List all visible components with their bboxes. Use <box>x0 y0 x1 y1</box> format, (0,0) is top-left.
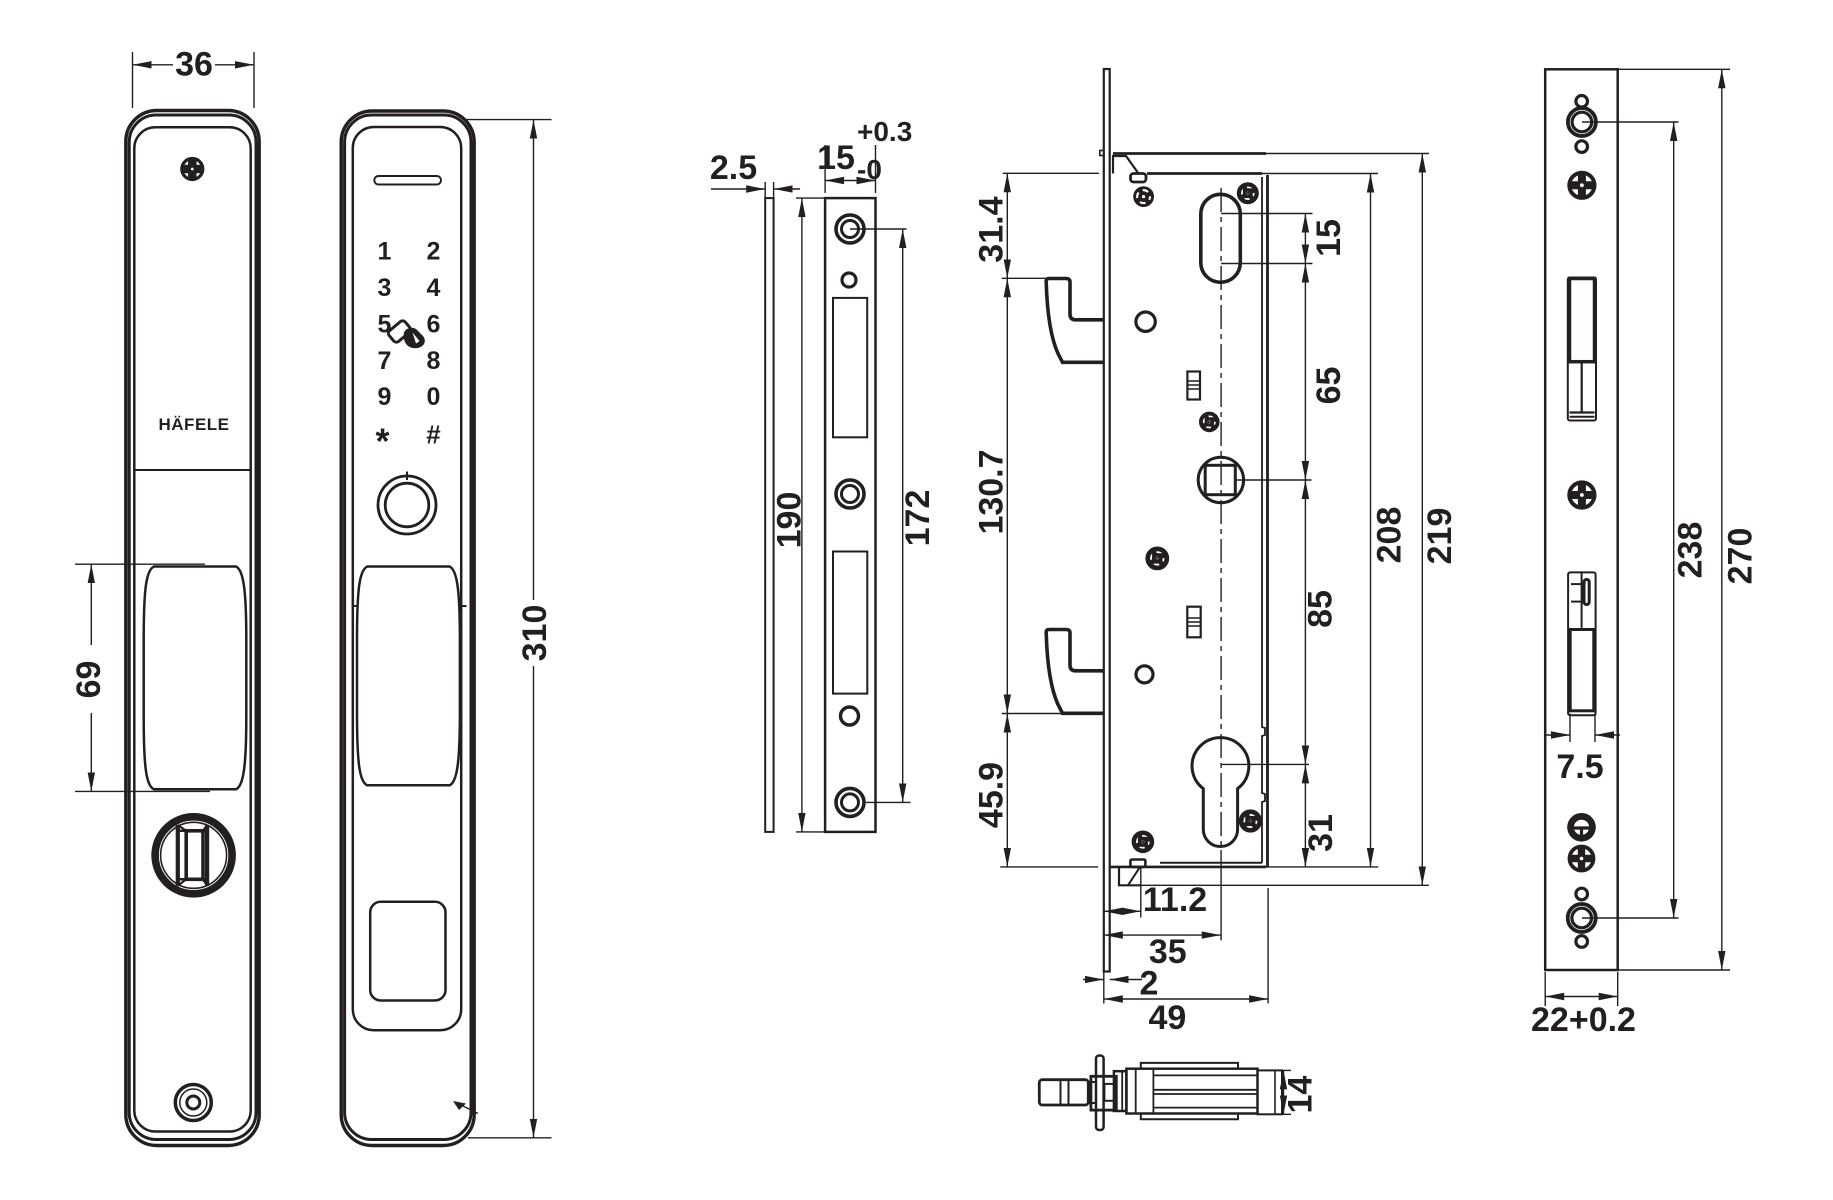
svg-text:130.7: 130.7 <box>973 449 1011 534</box>
svg-text:31: 31 <box>1302 814 1340 852</box>
svg-text:69: 69 <box>70 661 108 699</box>
svg-text:4: 4 <box>427 274 441 302</box>
svg-text:11.2: 11.2 <box>1143 881 1207 919</box>
svg-text:49: 49 <box>1148 999 1186 1037</box>
svg-text:6: 6 <box>427 310 441 338</box>
svg-text:31.4: 31.4 <box>973 196 1011 262</box>
svg-text:2: 2 <box>427 238 441 266</box>
svg-text:219: 219 <box>1421 508 1459 565</box>
svg-text:7: 7 <box>378 347 392 375</box>
svg-text:*: * <box>375 421 389 462</box>
svg-text:190: 190 <box>771 492 809 549</box>
svg-text:0: 0 <box>427 383 441 411</box>
svg-text:36: 36 <box>175 46 213 84</box>
svg-text:HÄFELE: HÄFELE <box>159 415 230 434</box>
svg-text:3: 3 <box>378 274 392 302</box>
svg-text:+0.3: +0.3 <box>857 116 912 147</box>
svg-text:310: 310 <box>516 605 554 662</box>
svg-text:208: 208 <box>1371 507 1409 564</box>
svg-text:15: 15 <box>1310 219 1348 257</box>
svg-text:85: 85 <box>1302 590 1340 628</box>
svg-text:65: 65 <box>1310 367 1348 405</box>
svg-text:2: 2 <box>1140 965 1159 1003</box>
svg-text:7.5: 7.5 <box>1556 748 1603 786</box>
svg-text:2.5: 2.5 <box>710 149 757 187</box>
svg-text:238: 238 <box>1672 522 1710 579</box>
svg-text:22+0.2: 22+0.2 <box>1531 1001 1636 1039</box>
svg-text:270: 270 <box>1722 528 1760 585</box>
svg-text:#: # <box>426 420 441 450</box>
svg-text:-0: -0 <box>857 154 882 185</box>
svg-text:35: 35 <box>1149 933 1187 971</box>
svg-text:15: 15 <box>817 139 855 177</box>
svg-text:172: 172 <box>899 490 937 547</box>
svg-text:14: 14 <box>1282 1076 1320 1114</box>
svg-text:45.9: 45.9 <box>973 762 1011 828</box>
svg-text:1: 1 <box>378 238 392 266</box>
svg-text:8: 8 <box>427 347 441 375</box>
svg-text:9: 9 <box>378 383 392 411</box>
